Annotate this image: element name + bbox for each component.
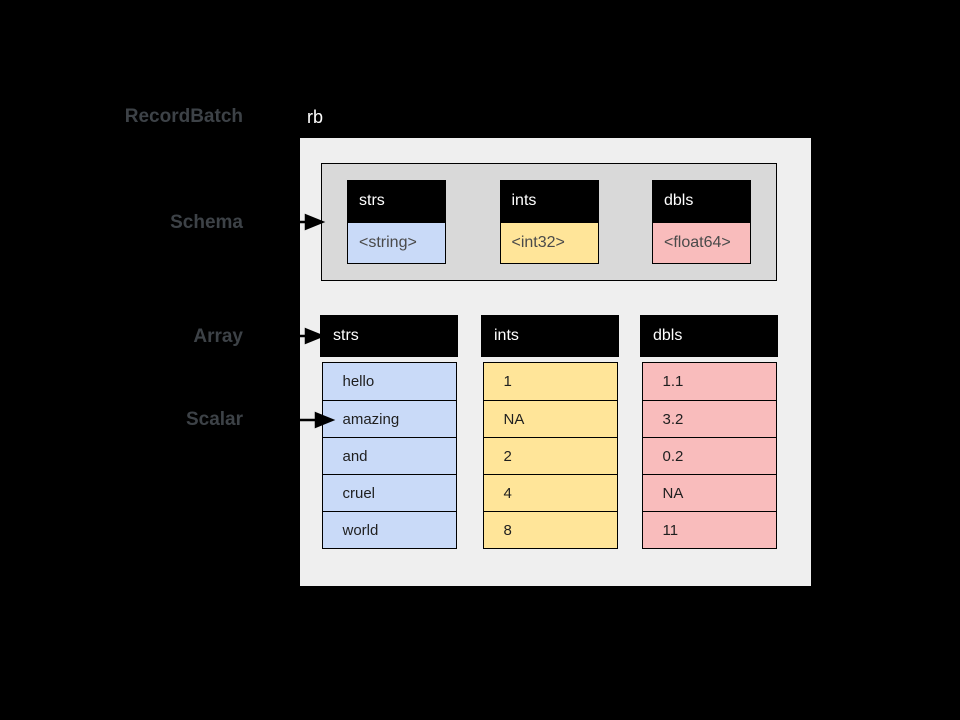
scalar-cell: 0.2 <box>642 437 776 474</box>
scalar-cell: 4 <box>483 474 617 511</box>
scalar-cell: 3.2 <box>642 400 776 437</box>
scalar-label: Scalar <box>185 409 243 430</box>
schema-field-type: <float64> <box>652 222 751 264</box>
array-name: dbls <box>640 315 778 357</box>
record-batch-variable-name: rb <box>307 107 324 127</box>
schema-box: strs <string> ints <int32> dbls <float64… <box>321 163 777 281</box>
scalar-cell: and <box>322 437 456 474</box>
scalar-cell: 1.1 <box>642 363 776 400</box>
scalar-cell: world <box>322 511 456 548</box>
scalar-cell: hello <box>322 363 456 400</box>
schema-field-strs: strs <string> <box>347 180 446 264</box>
array-column-dbls: dbls 1.1 3.2 0.2 NA 11 <box>640 315 778 549</box>
scalar-cell: 11 <box>642 511 776 548</box>
scalar-cell: 1 <box>483 363 617 400</box>
array-column-ints: ints 1 NA 2 4 8 <box>481 315 619 549</box>
array-cells: 1.1 3.2 0.2 NA 11 <box>641 362 777 549</box>
scalar-cell: NA <box>642 474 776 511</box>
schema-field-name: strs <box>347 180 446 222</box>
schema-field-name: dbls <box>652 180 751 222</box>
schema-field-dbls: dbls <float64> <box>652 180 751 264</box>
scalar-cell: 2 <box>483 437 617 474</box>
scalar-cell: NA <box>483 400 617 437</box>
array-cells: hello amazing and cruel world <box>321 362 457 549</box>
schema-label: Schema <box>170 212 243 233</box>
schema-field-type: <string> <box>347 222 446 264</box>
scalar-cell: amazing <box>322 400 456 437</box>
array-name: ints <box>481 315 619 357</box>
schema-field-ints: ints <int32> <box>499 180 599 264</box>
scalar-cell: cruel <box>322 474 456 511</box>
schema-field-type: <int32> <box>499 222 599 264</box>
array-label: Array <box>193 326 243 347</box>
scalar-cell: 8 <box>483 511 617 548</box>
array-name: strs <box>320 315 458 357</box>
array-column-strs: strs hello amazing and cruel world <box>320 315 458 549</box>
array-cells: 1 NA 2 4 8 <box>482 362 618 549</box>
record-batch-label: RecordBatch <box>124 106 243 127</box>
schema-field-name: ints <box>499 180 599 222</box>
